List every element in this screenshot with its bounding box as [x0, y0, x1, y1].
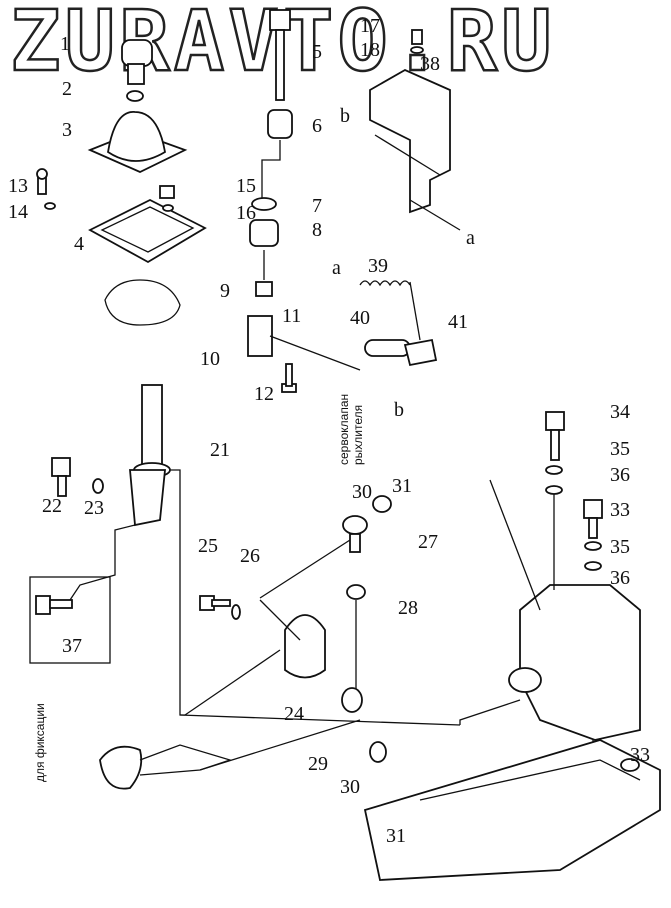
callout-label: 12	[254, 383, 274, 405]
callout-label: 11	[282, 305, 301, 327]
callout-label: 21	[210, 439, 230, 461]
callout-label: 9	[220, 280, 230, 302]
callout-label: 30	[352, 481, 372, 503]
callout-label: 33	[610, 499, 630, 521]
callout-label: 26	[240, 545, 260, 567]
servo-valve-note-line2: рыхлителя	[351, 405, 365, 465]
callout-label: 35	[610, 438, 630, 460]
callout-label: b	[394, 399, 404, 421]
callout-label: 30	[340, 776, 360, 798]
callout-label: 22	[42, 495, 62, 517]
callout-label: 25	[198, 535, 218, 557]
callout-label: 28	[398, 597, 418, 619]
callout-label: 39	[368, 255, 388, 277]
callout-label: 33	[630, 744, 650, 766]
callout-label: 29	[308, 753, 328, 775]
callout-label: 40	[350, 307, 370, 329]
callout-label: 23	[84, 497, 104, 519]
fixation-note: для фиксации	[33, 703, 47, 782]
callout-label: 41	[448, 311, 468, 333]
callout-label: 5	[312, 41, 322, 63]
callout-label: 37	[62, 635, 82, 657]
callout-label: 3	[62, 119, 72, 141]
callout-label: b	[340, 105, 350, 127]
callout-label: a	[332, 257, 341, 279]
callout-label: 16	[236, 202, 256, 224]
callout-label: 18	[360, 39, 380, 61]
callout-label: 4	[74, 233, 84, 255]
callout-label: 36	[610, 567, 630, 589]
callout-label: 2	[62, 78, 72, 100]
callout-label: 8	[312, 219, 322, 241]
callout-label: 13	[8, 175, 28, 197]
callout-label: 31	[392, 475, 412, 497]
callout-label: 35	[610, 536, 630, 558]
callout-label: 14	[8, 201, 28, 223]
callout-label: 31	[386, 825, 406, 847]
callout-label: 6	[312, 115, 322, 137]
callout-label: 17	[360, 15, 380, 37]
callout-label: 24	[284, 703, 304, 725]
callout-label: 1	[60, 33, 70, 55]
callout-label: 27	[418, 531, 438, 553]
callout-label: a	[466, 227, 475, 249]
callout-label: 34	[610, 401, 630, 423]
callout-label: 7	[312, 195, 322, 217]
callout-label: 15	[236, 175, 256, 197]
callout-label: 10	[200, 348, 220, 370]
callout-label: 38	[420, 53, 440, 75]
callout-label: 36	[610, 464, 630, 486]
servo-valve-note-line1: сервоклапан	[337, 394, 351, 465]
parts-drawing	[29, 9, 661, 881]
